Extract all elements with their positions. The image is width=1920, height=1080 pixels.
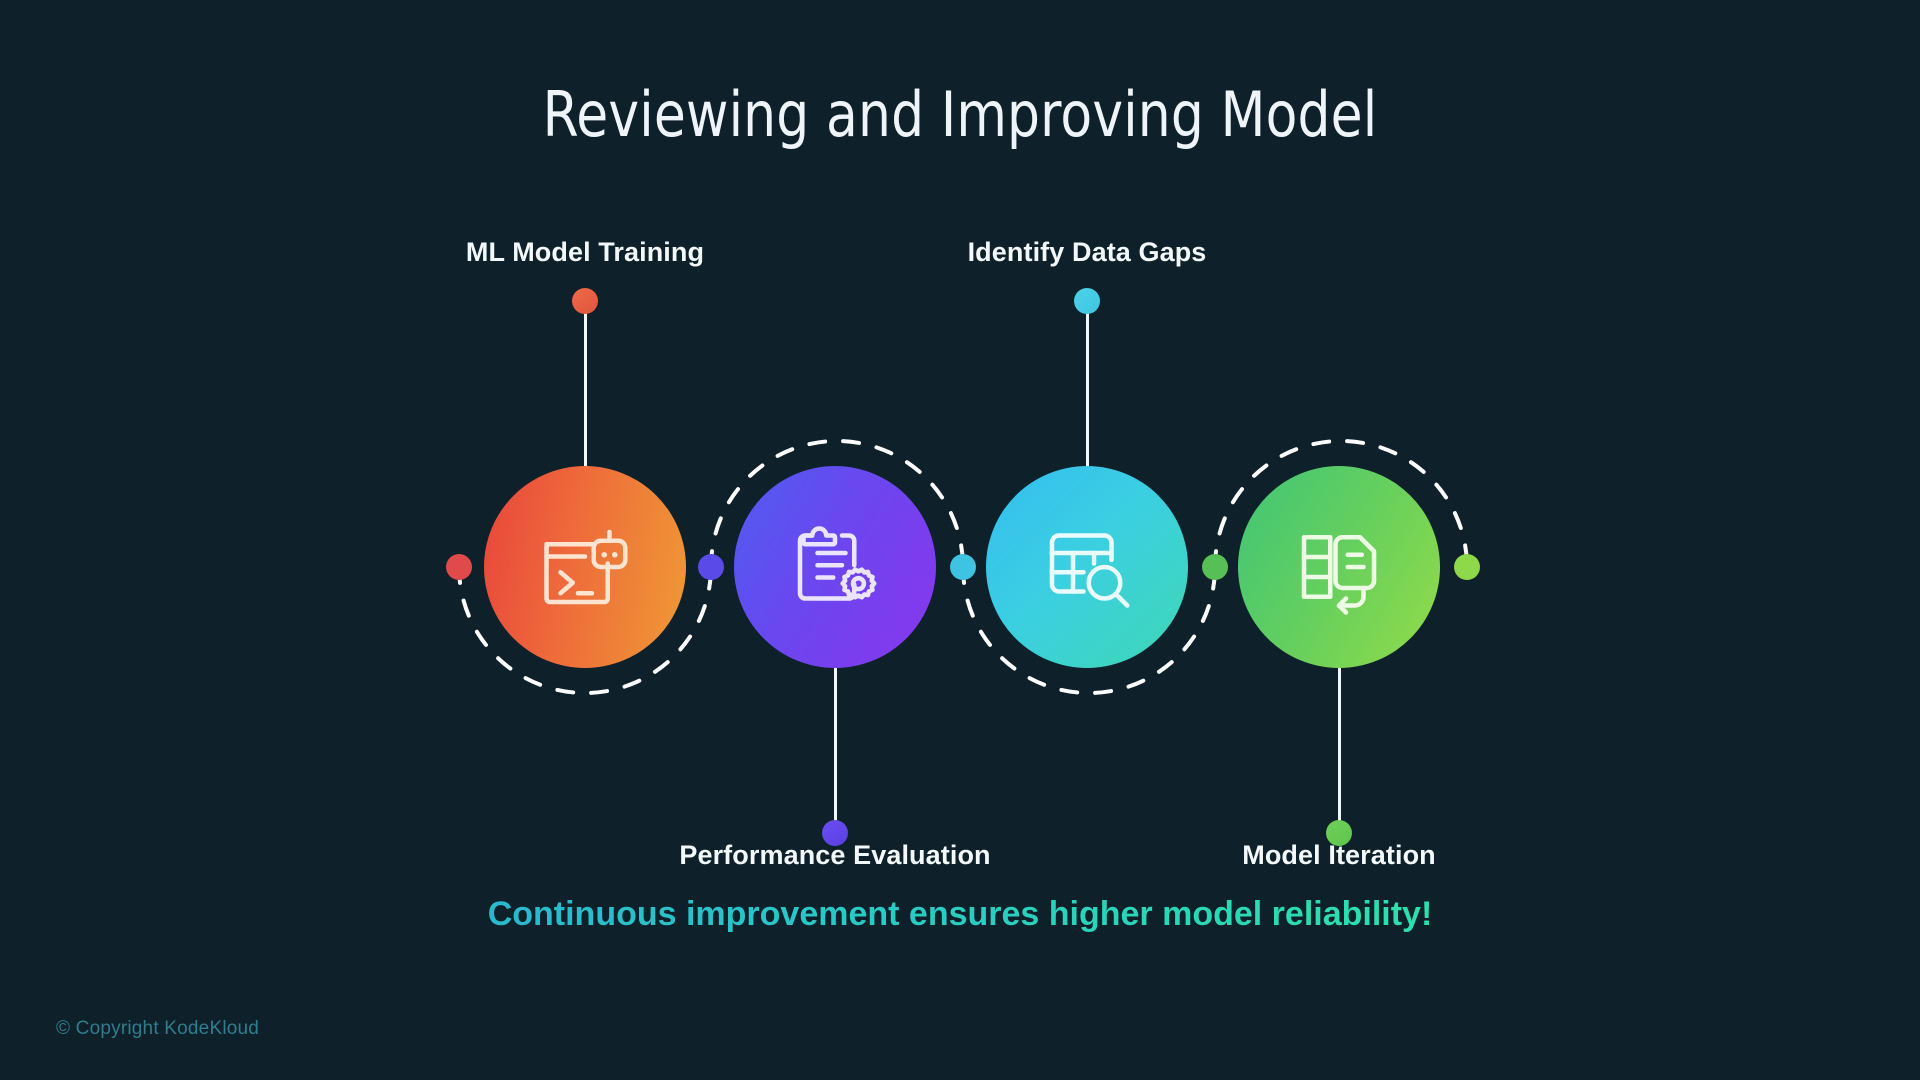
step-stem-3 — [1085, 301, 1089, 471]
step-label-2: Performance Evaluation — [679, 840, 991, 870]
step-circle-4[interactable] — [1238, 466, 1440, 668]
tagline: Continuous improvement ensures higher mo… — [0, 895, 1920, 934]
document-loop-arrow-icon — [1301, 534, 1377, 615]
step-stem-1 — [583, 301, 587, 471]
step-label-1: ML Model Training — [465, 237, 705, 267]
page-title: Reviewing and Improving Model — [542, 78, 1378, 151]
step-circle-3[interactable] — [986, 466, 1188, 668]
connector-dot-start — [446, 554, 472, 580]
step-label-4: Model Iteration — [1242, 840, 1436, 870]
step-tip-dot-4 — [1326, 820, 1352, 846]
terminal-robot-icon — [544, 529, 628, 605]
step-circle-1[interactable] — [484, 466, 686, 668]
connector-dot-2-3 — [950, 554, 976, 580]
step-tip-dot-2 — [822, 820, 848, 846]
step-label-3: Identify Data Gaps — [967, 237, 1207, 267]
copyright-notice: © Copyright KodeKloud — [56, 1018, 260, 1039]
step-circle-2[interactable] — [734, 466, 936, 668]
step-stem-2 — [833, 663, 837, 833]
table-search-icon — [1049, 533, 1130, 608]
connector-dot-1-2 — [698, 554, 724, 580]
step-tip-dot-1 — [572, 288, 598, 314]
connector-dot-3-4 — [1202, 554, 1228, 580]
step-stem-4 — [1337, 663, 1341, 833]
step-tip-dot-3 — [1074, 288, 1100, 314]
connector-dot-end — [1454, 554, 1480, 580]
clipboard-gear-icon — [797, 526, 877, 601]
